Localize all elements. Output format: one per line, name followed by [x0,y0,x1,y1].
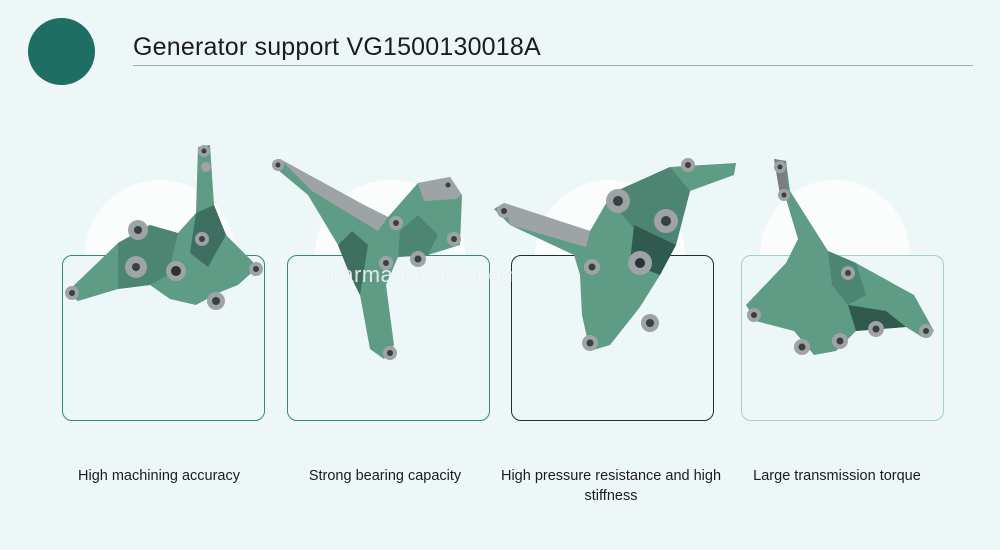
watermark-text: carman-motor.com [330,262,520,287]
generator-bracket-photo-3 [490,135,736,370]
generator-bracket-photo-1 [58,135,268,370]
generator-bracket-photo-2 [268,135,478,370]
feature-caption-4: Large transmission torque [753,468,921,484]
generator-bracket-photo-4 [736,135,946,370]
title-divider [133,65,973,66]
brand-circle-icon [28,18,95,85]
page-title: Generator support VG1500130018A [133,33,541,61]
feature-caption-1: High machining accuracy [78,468,240,484]
feature-caption-2: Strong bearing capacity [308,468,462,484]
feature-caption-3: High pressure resistance and high stiffn… [500,468,722,504]
